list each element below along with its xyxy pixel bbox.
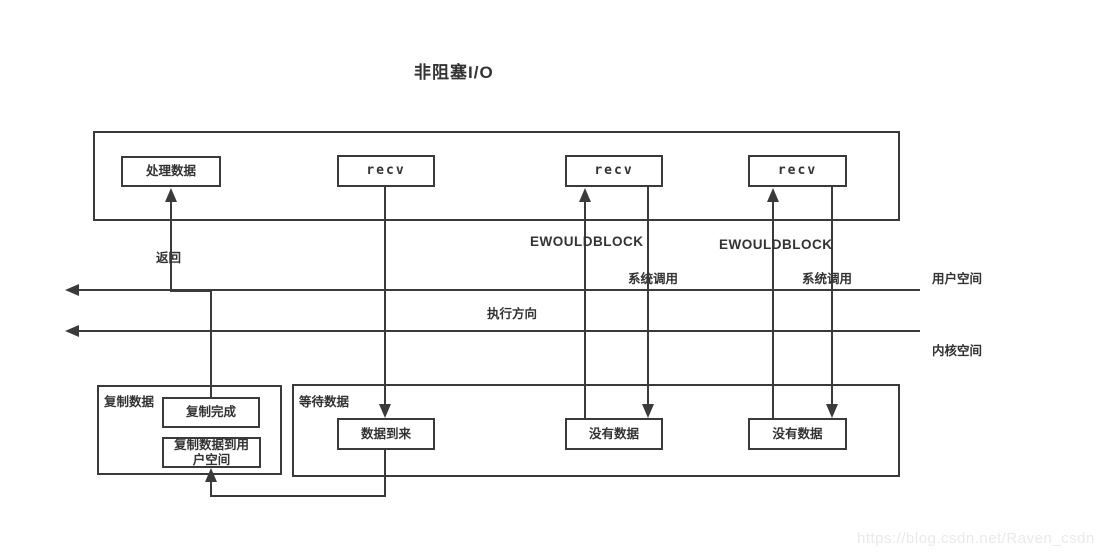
kernel-space-label: 内核空间 <box>932 344 983 358</box>
user-space-frame <box>93 131 900 221</box>
recv1-call-line <box>384 187 386 406</box>
syscall2-arrowhead-icon <box>826 404 838 418</box>
copy-data-group-label: 复制数据 <box>104 395 155 409</box>
data-arrive-box: 数据到来 <box>337 418 435 450</box>
copy-connector-hline <box>210 495 386 497</box>
data-arrive-out-line <box>384 450 386 497</box>
return-arrowhead-icon <box>165 188 177 202</box>
kernel-space-arrowhead-icon <box>65 325 79 337</box>
syscall1-line <box>647 187 649 406</box>
copy-connector-arrowhead-icon <box>205 468 217 482</box>
return-line-lower <box>210 290 212 398</box>
ewouldblock2-label: EWOULDBLOCK <box>719 237 833 252</box>
wait-data-group-label: 等待数据 <box>299 395 350 409</box>
syscall1-label: 系统调用 <box>628 272 679 286</box>
recv-box-3: recv <box>748 155 847 187</box>
ewouldblock1-label: EWOULDBLOCK <box>530 234 644 249</box>
recv-box-1: recv <box>337 155 435 187</box>
copy-connector-vline <box>210 481 212 497</box>
ewouldblock1-arrowhead-icon <box>579 188 591 202</box>
ewouldblock2-arrowhead-icon <box>767 188 779 202</box>
diagram-title: 非阻塞I/O <box>414 63 494 82</box>
wait-data-frame <box>292 384 900 477</box>
user-space-boundary-line <box>78 289 920 291</box>
exec-direction-label: 执行方向 <box>487 307 538 321</box>
syscall1-arrowhead-icon <box>642 404 654 418</box>
recv1-call-arrowhead-icon <box>379 404 391 418</box>
ewouldblock1-return-line <box>584 201 586 418</box>
process-data-box: 处理数据 <box>121 156 221 187</box>
ewouldblock2-return-line <box>772 201 774 418</box>
return-line-step <box>170 290 212 292</box>
copy-data-frame <box>97 385 282 475</box>
user-space-arrowhead-icon <box>65 284 79 296</box>
return-label: 返回 <box>156 251 182 265</box>
syscall2-label: 系统调用 <box>802 272 853 286</box>
user-space-label: 用户空间 <box>932 272 983 286</box>
copy-to-user-box: 复制数据到用户空间 <box>162 437 261 468</box>
recv-box-2: recv <box>565 155 663 187</box>
no-data-box-1: 没有数据 <box>565 418 663 450</box>
kernel-space-boundary-line <box>78 330 920 332</box>
return-line-upper <box>170 201 172 291</box>
syscall2-line <box>831 187 833 406</box>
copy-complete-box: 复制完成 <box>162 397 260 428</box>
watermark-text: https://blog.csdn.net/Raven_csdn <box>857 530 1095 547</box>
no-data-box-2: 没有数据 <box>748 418 847 450</box>
